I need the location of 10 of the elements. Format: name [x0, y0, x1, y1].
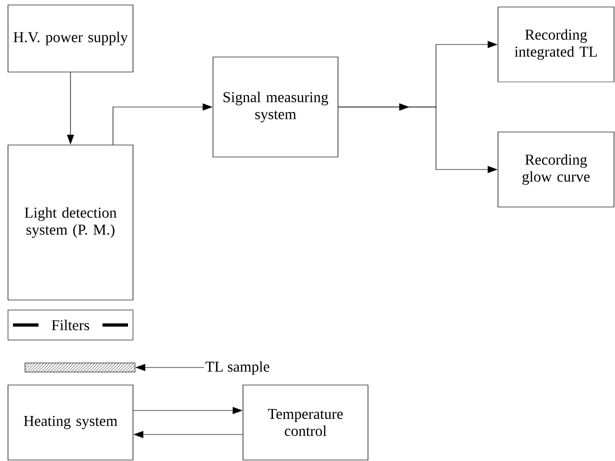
- filter-band: Filters: [8, 310, 134, 340]
- sample-bar: [24, 362, 136, 372]
- process-box: Recording glow curve: [498, 132, 614, 208]
- process-box: Temperature control: [242, 384, 368, 460]
- process-box: Light detection system (P. M.): [8, 144, 134, 300]
- sample-label: TL sample: [206, 361, 270, 375]
- process-box: Heating system: [8, 384, 134, 460]
- process-box: Recording integrated TL: [498, 6, 614, 82]
- process-box: Signal measuring system: [212, 56, 338, 158]
- process-box: H.V. power supply: [8, 4, 134, 72]
